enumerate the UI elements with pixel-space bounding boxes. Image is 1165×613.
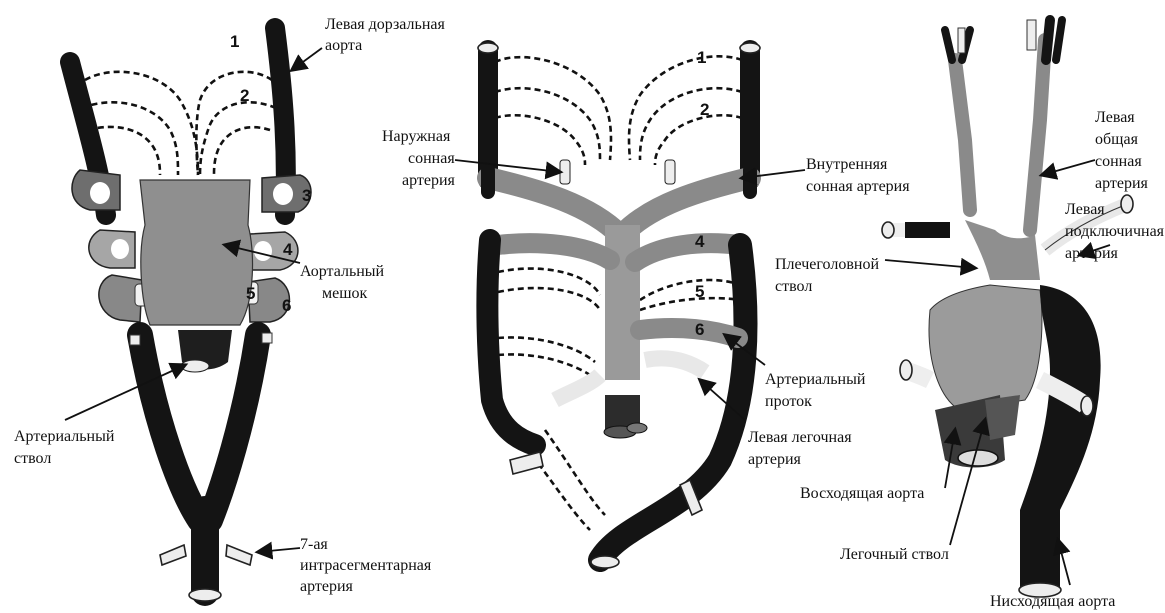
label-brachiocephalic-line2: ствол: [775, 277, 812, 296]
label-left-common-carotid-line1: Левая: [1095, 108, 1135, 127]
label-left-subclavian-line3: артерия: [1065, 244, 1118, 263]
label-descending-aorta: Нисходящая аорта: [990, 592, 1115, 611]
left-arch-number-3: 3: [302, 186, 311, 206]
label-left-subclavian-line1: Левая: [1065, 200, 1105, 219]
seventh-intersegmental-left: [160, 545, 186, 565]
label-left-common-carotid-line4: артерия: [1095, 174, 1148, 193]
left-arch-number-6: 6: [282, 296, 291, 316]
arch-1-dashed-right: [196, 72, 272, 175]
label-seventh-line2: интрасегментарная: [300, 556, 431, 575]
arrow-external-carotid: [455, 160, 560, 172]
arrow-left-common-carotid: [1042, 160, 1095, 175]
seventh-intersegmental-right: [226, 545, 252, 565]
descending-aorta-cut: [189, 589, 221, 601]
middle-arch-number-4: 4: [695, 232, 704, 252]
label-left-common-carotid-line2: общая: [1095, 130, 1138, 149]
label-ductus-line1: Артериальный: [765, 370, 865, 389]
middle-arch-number-2: 2: [700, 100, 709, 120]
label-truncus-line2: ствол: [14, 449, 51, 468]
left-arch-number-5: 5: [246, 284, 255, 304]
middle-arch-number-1: 1: [697, 48, 706, 68]
label-aortic-sac-line2: мешок: [322, 284, 367, 303]
left-arch-number-2: 2: [240, 86, 249, 106]
label-external-carotid-line3: артерия: [402, 171, 455, 190]
label-ascending-aorta: Восходящая аорта: [800, 484, 924, 503]
label-brachiocephalic-line1: Плечеголовной: [775, 255, 879, 274]
label-seventh-line3: артерия: [300, 577, 353, 596]
label-truncus-line1: Артериальный: [14, 427, 114, 446]
label-external-carotid-line1: Наружная: [382, 127, 450, 146]
left-arch-number-1: 1: [230, 32, 239, 52]
label-aortic-sac-line1: Аортальный: [300, 262, 384, 281]
aortic-sac: [140, 180, 253, 325]
label-left-dorsal-aorta-line1: Левая дорзальная: [325, 15, 445, 34]
label-external-carotid-line2: сонная: [408, 149, 455, 168]
label-seventh-line1: 7-ая: [300, 535, 328, 554]
middle-arch-number-5: 5: [695, 282, 704, 302]
left-arch-number-4: 4: [283, 240, 292, 260]
label-internal-carotid-line1: Внутренняя: [806, 155, 887, 174]
arrow-left-dorsal-aorta: [292, 48, 322, 70]
label-ductus-line2: проток: [765, 392, 812, 411]
middle-arch-number-6: 6: [695, 320, 704, 340]
arrow-seventh: [258, 548, 300, 552]
arch-2-dashed-right: [200, 102, 276, 175]
right-diagram-adult-pattern: [882, 20, 1133, 597]
label-left-pulmonary-line1: Левая легочная: [748, 428, 852, 447]
arch-dashed-inner-right: [214, 127, 270, 175]
middle-diagram-transformation: [455, 43, 805, 568]
label-pulmonary-trunk: Легочный ствол: [840, 545, 949, 564]
arrow-brachiocephalic: [885, 260, 975, 268]
label-left-pulmonary-line2: артерия: [748, 450, 801, 469]
label-internal-carotid-line2: сонная артерия: [806, 177, 910, 196]
label-left-subclavian-line2: подключичная: [1065, 222, 1164, 241]
label-left-dorsal-aorta-line2: аорта: [325, 36, 362, 55]
label-left-common-carotid-line3: сонная: [1095, 152, 1142, 171]
